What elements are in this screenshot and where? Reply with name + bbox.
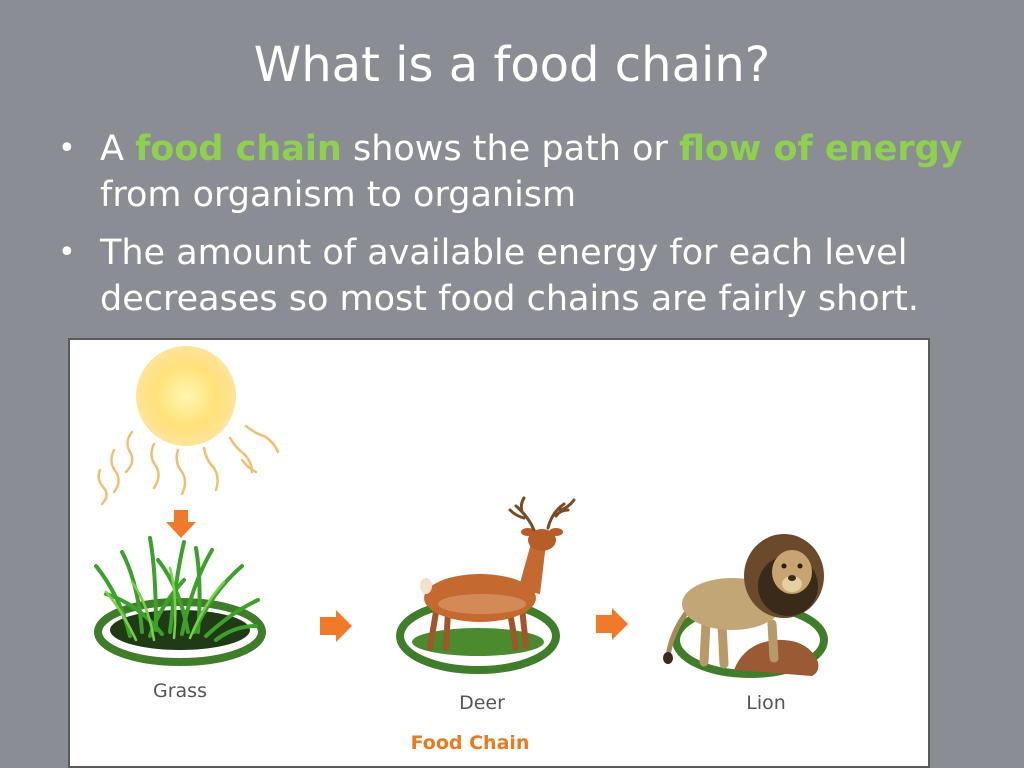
bullet-item: • A food chain shows the path or flow of… xyxy=(56,126,986,218)
highlight-term: flow of energy xyxy=(678,129,963,169)
arrow-right-icon xyxy=(320,610,352,642)
arrow-right-icon xyxy=(596,608,628,640)
bullet-item: • The amount of available energy for eac… xyxy=(56,230,986,322)
figure-caption: Food Chain xyxy=(410,732,530,754)
lion-icon xyxy=(663,534,828,678)
grass-label: Grass xyxy=(153,680,207,702)
bullet-text-part: A xyxy=(100,129,136,169)
deer-icon xyxy=(396,496,576,674)
deer-label: Deer xyxy=(459,692,505,714)
grass-icon xyxy=(94,536,266,666)
slide-title: What is a food chain? xyxy=(253,37,771,93)
arrow-down-icon xyxy=(166,510,196,538)
bullet-text-part: shows the path or xyxy=(341,129,679,169)
bullet-text: The amount of available energy for each … xyxy=(100,233,919,319)
bullet-marker: • xyxy=(58,235,76,270)
bullet-list: • A food chain shows the path or flow of… xyxy=(56,126,986,334)
sun-icon xyxy=(97,346,280,506)
food-chain-illustration xyxy=(94,346,828,678)
bullet-marker: • xyxy=(58,131,76,166)
lion-label: Lion xyxy=(746,692,786,714)
food-chain-figure: Grass Deer Lion Food Chain xyxy=(68,338,930,768)
bullet-text-part: from organism to organism xyxy=(100,175,577,215)
highlight-term: food chain xyxy=(135,129,342,169)
